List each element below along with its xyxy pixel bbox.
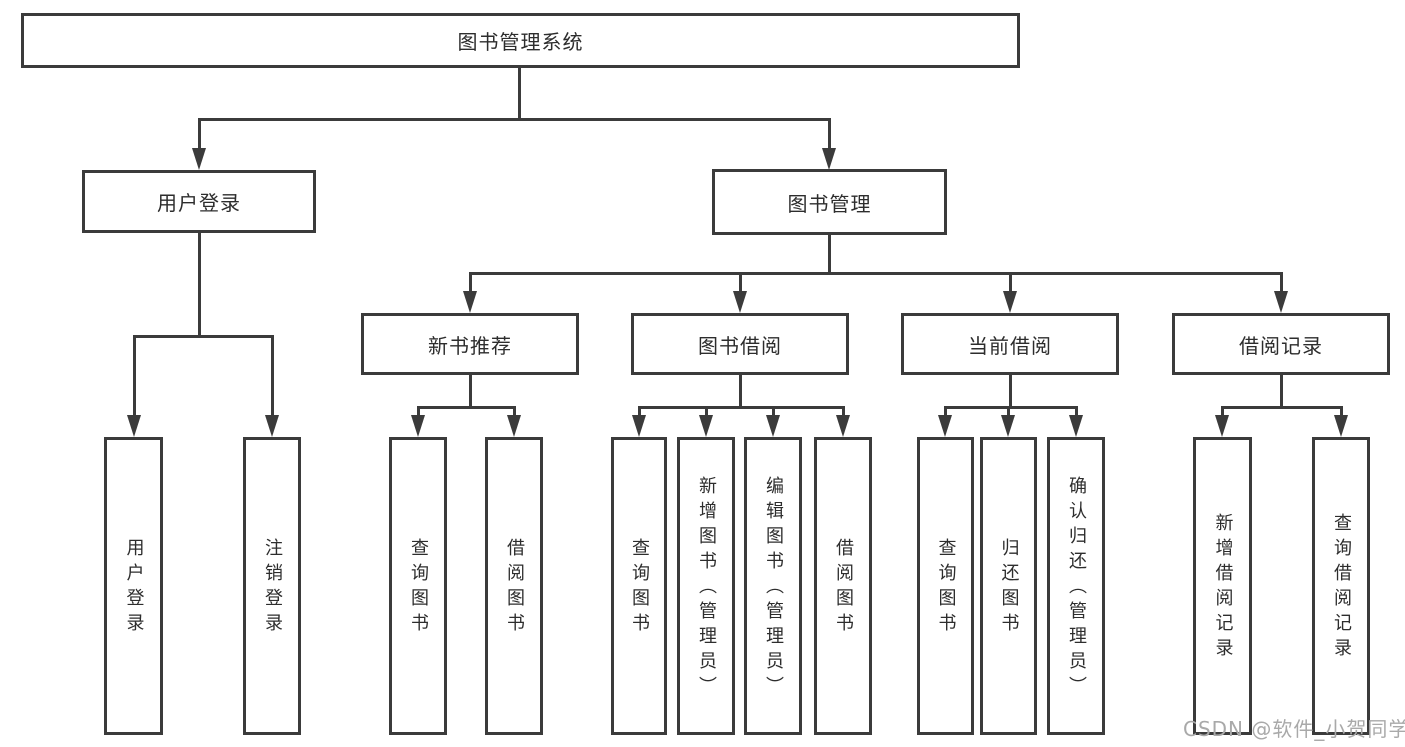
node-book-borrowing: 图书借阅 [631, 313, 849, 375]
connector-current-stub-1 [944, 406, 947, 418]
arrow-down-icon [1215, 415, 1229, 437]
node-library-system: 图书管理系统 [21, 13, 1020, 68]
connector-root-vline [518, 66, 521, 120]
connector-login-vline [198, 231, 201, 338]
connector-records-stub-2 [1340, 406, 1343, 418]
leaf-return-books: 归还图书 [980, 437, 1037, 735]
connector-login-stub-right [271, 335, 274, 418]
node-book-management: 图书管理 [712, 169, 947, 235]
connector-records-hline [1221, 406, 1343, 409]
arrow-down-icon [265, 415, 279, 437]
leaf-user-login: 用户登录 [104, 437, 163, 735]
connector-mgmt-vline [828, 233, 831, 275]
connector-borrow-stub-4 [842, 406, 845, 418]
connector-newbook-vline [469, 373, 472, 409]
leaf-query-books-borrow: 查询图书 [611, 437, 667, 735]
node-current-borrowing: 当前借阅 [901, 313, 1119, 375]
leaf-logout: 注销登录 [243, 437, 301, 735]
arrow-down-icon [507, 415, 521, 437]
connector-borrow-stub-1 [638, 406, 641, 418]
node-new-book-recommend: 新书推荐 [361, 313, 579, 375]
connector-login-hline [133, 335, 274, 338]
arrow-down-icon [938, 415, 952, 437]
leaf-add-books-admin: 新增图书（管理员） [677, 437, 735, 735]
arrow-down-icon [632, 415, 646, 437]
connector-borrow-stub-3 [772, 406, 775, 418]
leaf-query-books-current: 查询图书 [917, 437, 974, 735]
connector-borrow-vline [739, 373, 742, 409]
connector-mgmt-stub-1 [469, 272, 472, 294]
connector-current-vline [1009, 373, 1012, 409]
arrow-down-icon [192, 148, 206, 170]
connector-newbook-hline [417, 406, 516, 409]
connector-records-stub-1 [1221, 406, 1224, 418]
arrow-down-icon [127, 415, 141, 437]
connector-borrow-stub-2 [705, 406, 708, 418]
leaf-query-borrow-record: 查询借阅记录 [1312, 437, 1370, 735]
connector-mgmt-stub-2 [739, 272, 742, 294]
connector-current-stub-2 [1007, 406, 1010, 418]
connector-root-stub-right [828, 118, 831, 152]
connector-current-stub-3 [1075, 406, 1078, 418]
arrow-down-icon [766, 415, 780, 437]
node-borrow-records: 借阅记录 [1172, 313, 1390, 375]
arrow-down-icon [1001, 415, 1015, 437]
leaf-edit-books-admin: 编辑图书（管理员） [744, 437, 802, 735]
leaf-confirm-return-admin: 确认归还（管理员） [1047, 437, 1105, 735]
arrow-down-icon [1334, 415, 1348, 437]
connector-current-hline [944, 406, 1077, 409]
connector-records-vline [1280, 373, 1283, 409]
connector-newbook-stub-1 [417, 406, 420, 418]
csdn-watermark: CSDN @软件_小贺同学 [1183, 717, 1405, 741]
arrow-down-icon [1069, 415, 1083, 437]
connector-root-hline [198, 118, 831, 121]
leaf-borrow-books-recommend: 借阅图书 [485, 437, 543, 735]
arrow-down-icon [836, 415, 850, 437]
arrow-down-icon [699, 415, 713, 437]
arrow-down-icon [411, 415, 425, 437]
connector-mgmt-stub-4 [1280, 272, 1283, 294]
leaf-query-books-recommend: 查询图书 [389, 437, 447, 735]
leaf-add-borrow-record: 新增借阅记录 [1193, 437, 1252, 735]
leaf-borrow-books: 借阅图书 [814, 437, 872, 735]
arrow-down-icon [1003, 291, 1017, 313]
connector-mgmt-stub-3 [1009, 272, 1012, 294]
node-user-login: 用户登录 [82, 170, 316, 233]
arrow-down-icon [463, 291, 477, 313]
connector-borrow-hline [638, 406, 845, 409]
arrow-down-icon [1274, 291, 1288, 313]
connector-newbook-stub-2 [513, 406, 516, 418]
arrow-down-icon [733, 291, 747, 313]
connector-root-stub-left [198, 118, 201, 152]
connector-mgmt-hline [469, 272, 1283, 275]
connector-login-stub-left [133, 335, 136, 418]
arrow-down-icon [822, 148, 836, 170]
